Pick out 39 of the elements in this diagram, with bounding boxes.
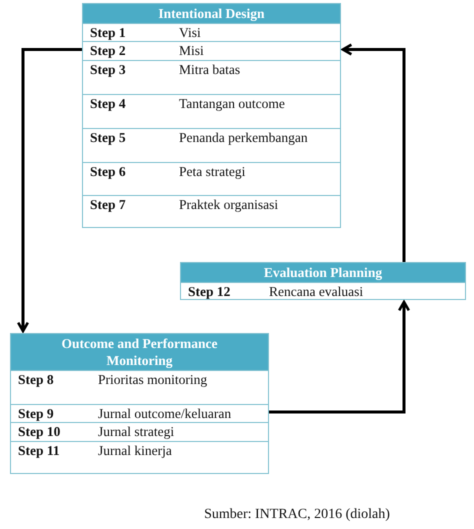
table-row bbox=[83, 41, 340, 60]
arrow bbox=[269, 300, 410, 414]
table-row bbox=[181, 282, 465, 301]
step-name: Mitra batas bbox=[179, 62, 240, 78]
step-name: Rencana evaluasi bbox=[269, 284, 364, 300]
table-heading: Outcome and Performance Monitoring bbox=[60, 335, 218, 369]
step-label: Step 1 bbox=[90, 25, 126, 41]
step-name: Penanda perkembangan bbox=[179, 130, 308, 146]
step-label: Step 2 bbox=[90, 43, 126, 59]
step-label: Step 8 bbox=[18, 372, 54, 388]
step-name: Prioritas monitoring bbox=[98, 372, 208, 388]
step-name: Tantangan outcome bbox=[179, 96, 285, 112]
arrow bbox=[342, 43, 406, 262]
step-label: Step 9 bbox=[18, 406, 54, 422]
table-heading: Evaluation Planning bbox=[262, 264, 384, 281]
table-box bbox=[10, 333, 269, 474]
step-label: Step 6 bbox=[90, 164, 126, 180]
step-name: Jurnal kinerja bbox=[98, 443, 172, 459]
step-label: Step 10 bbox=[18, 424, 60, 440]
step-label: Step 12 bbox=[188, 284, 230, 300]
table-row bbox=[11, 404, 268, 422]
step-label: Step 5 bbox=[90, 130, 126, 146]
step-name: Peta strategi bbox=[179, 164, 246, 180]
step-label: Step 3 bbox=[90, 62, 126, 78]
table-row bbox=[83, 23, 340, 41]
step-label: Step 4 bbox=[90, 96, 126, 112]
step-name: Jurnal strategi bbox=[98, 424, 174, 440]
arrow bbox=[16, 48, 82, 332]
table-box bbox=[82, 3, 341, 228]
table-heading: Intentional Design bbox=[157, 5, 266, 22]
step-name: Jurnal outcome/keluaran bbox=[98, 406, 232, 422]
caption: Sumber: INTRAC, 2016 (diolah) bbox=[203, 507, 391, 523]
step-name: Misi bbox=[179, 43, 204, 59]
step-label: Step 11 bbox=[18, 443, 60, 459]
step-label: Step 7 bbox=[90, 197, 126, 213]
table-box bbox=[180, 262, 466, 300]
step-name: Praktek organisasi bbox=[179, 197, 278, 213]
step-name: Visi bbox=[179, 25, 201, 41]
table-row bbox=[11, 422, 268, 441]
